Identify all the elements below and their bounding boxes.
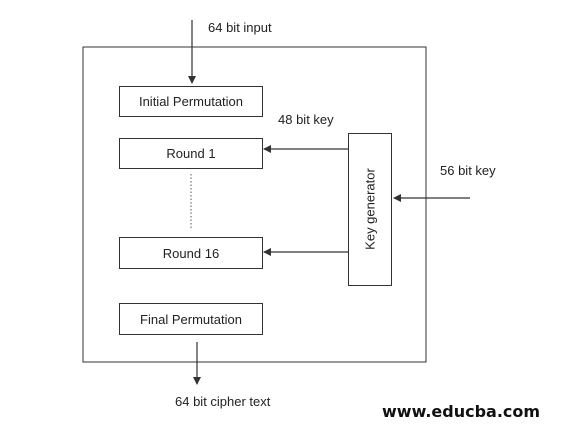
input-label: 64 bit input — [208, 20, 272, 35]
des-outer-frame — [82, 46, 427, 363]
round-1-box: Round 1 — [119, 138, 263, 169]
key-generator-label: Key generator — [362, 168, 378, 250]
final-permutation-box: Final Permutation — [119, 303, 263, 335]
watermark-text: www.educba.com — [382, 402, 541, 421]
key-48-label: 48 bit key — [278, 112, 334, 127]
output-label: 64 bit cipher text — [175, 394, 271, 409]
initial-permutation-box: Initial Permutation — [119, 86, 263, 117]
key-generator-box — [348, 133, 392, 286]
round-16-box: Round 16 — [119, 237, 263, 269]
key-56-label: 56 bit key — [440, 163, 496, 178]
